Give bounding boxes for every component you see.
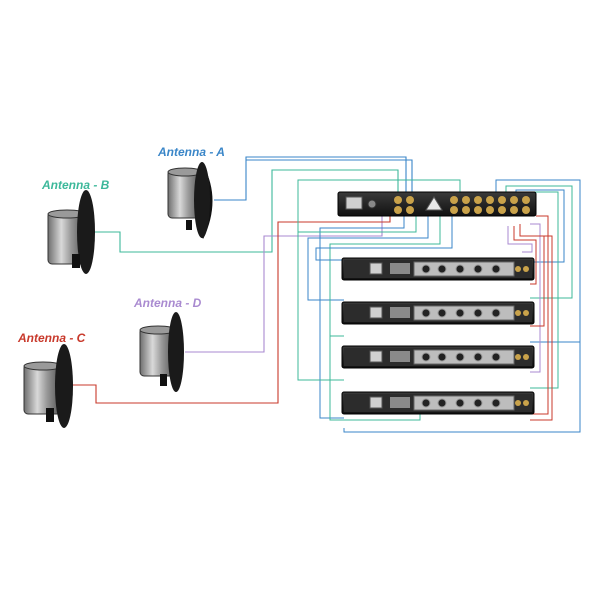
cable-dist-green-left	[297, 179, 461, 233]
cable-antenna-c	[68, 214, 391, 404]
port-block-icon	[390, 351, 410, 362]
bnc-connector-icon	[515, 400, 521, 406]
xlr-connector-icon	[455, 398, 465, 408]
cable-dist-blue-right-2	[515, 189, 565, 263]
xlr-connector-icon	[455, 264, 465, 274]
xlr-connector-icon	[421, 308, 431, 318]
cable-dist-red-right-3	[513, 226, 537, 285]
xlr-connector-icon	[473, 352, 483, 362]
xlr-connector-icon	[491, 264, 501, 274]
port-block-icon	[390, 397, 410, 408]
cable-dist-green-left-4	[329, 336, 421, 421]
antenna-d	[139, 312, 184, 392]
bnc-connector-icon	[515, 354, 521, 360]
xlr-connector-icon	[473, 264, 483, 274]
bnc-connector-icon	[515, 310, 521, 316]
antenna-a	[167, 162, 213, 239]
receiver-3	[341, 345, 535, 369]
bnc-connector-icon	[523, 310, 529, 316]
cable-layer	[68, 156, 581, 433]
cable-antenna-a-2	[246, 159, 413, 198]
xlr-connector-icon	[473, 398, 483, 408]
cable-dist-blue-left-3	[315, 214, 453, 261]
antenna-a-label: Antenna - A	[158, 145, 225, 159]
xlr-connector-icon	[491, 398, 501, 408]
xlr-connector-icon	[437, 398, 447, 408]
xlr-connector-icon	[437, 264, 447, 274]
receiver-1	[341, 257, 535, 281]
xlr-connector-icon	[491, 308, 501, 318]
cable-dist-green-left-3	[329, 214, 441, 337]
bnc-connector-icon	[523, 354, 529, 360]
receiver-stack	[341, 257, 535, 415]
receiver-2	[341, 301, 535, 325]
xlr-connector-icon	[421, 398, 431, 408]
xlr-connector-icon	[455, 352, 465, 362]
bnc-connector-icon	[523, 400, 529, 406]
bnc-connector-icon	[523, 266, 529, 272]
power-inlet-icon	[369, 262, 383, 275]
cable-dist-red-right	[530, 215, 549, 415]
antenna-c-label: Antenna - C	[18, 331, 86, 345]
antenna-b-label: Antenna - B	[42, 178, 110, 192]
xlr-connector-icon	[437, 352, 447, 362]
power-inlet-icon	[369, 350, 383, 363]
cable-dist-blue-right	[495, 179, 581, 343]
power-switch-icon	[367, 199, 377, 209]
cable-antenna-b	[92, 169, 399, 253]
xlr-connector-icon	[491, 352, 501, 362]
antenna-b	[47, 190, 95, 274]
cable-dist-blue-left	[319, 214, 405, 419]
antenna-c	[23, 344, 73, 428]
cable-antenna-d	[185, 214, 383, 353]
xlr-connector-icon	[473, 308, 483, 318]
antenna-distributor	[337, 191, 537, 217]
cable-antenna-a	[214, 156, 407, 201]
cable-dist-green-left-2	[297, 232, 344, 381]
xlr-connector-icon	[455, 308, 465, 318]
receiver-4	[341, 391, 535, 415]
cable-dist-red-bottom	[530, 235, 553, 421]
power-inlet-icon	[345, 196, 363, 210]
port-block-icon	[390, 307, 410, 318]
power-inlet-icon	[369, 396, 383, 409]
cable-dist-blue-bottom	[343, 342, 581, 433]
xlr-connector-icon	[421, 264, 431, 274]
port-block-icon	[390, 263, 410, 274]
xlr-connector-icon	[421, 352, 431, 362]
xlr-connector-icon	[437, 308, 447, 318]
cable-dist-purple-right	[530, 223, 541, 373]
antenna-d-label: Antenna - D	[134, 296, 202, 310]
cable-dist-blue-left-2	[307, 214, 429, 301]
cable-dist-purple-right-2	[507, 226, 533, 253]
power-inlet-icon	[369, 306, 383, 319]
warning-icon	[425, 196, 443, 211]
bnc-connector-icon	[515, 266, 521, 272]
bnc-connector-row	[394, 196, 530, 214]
